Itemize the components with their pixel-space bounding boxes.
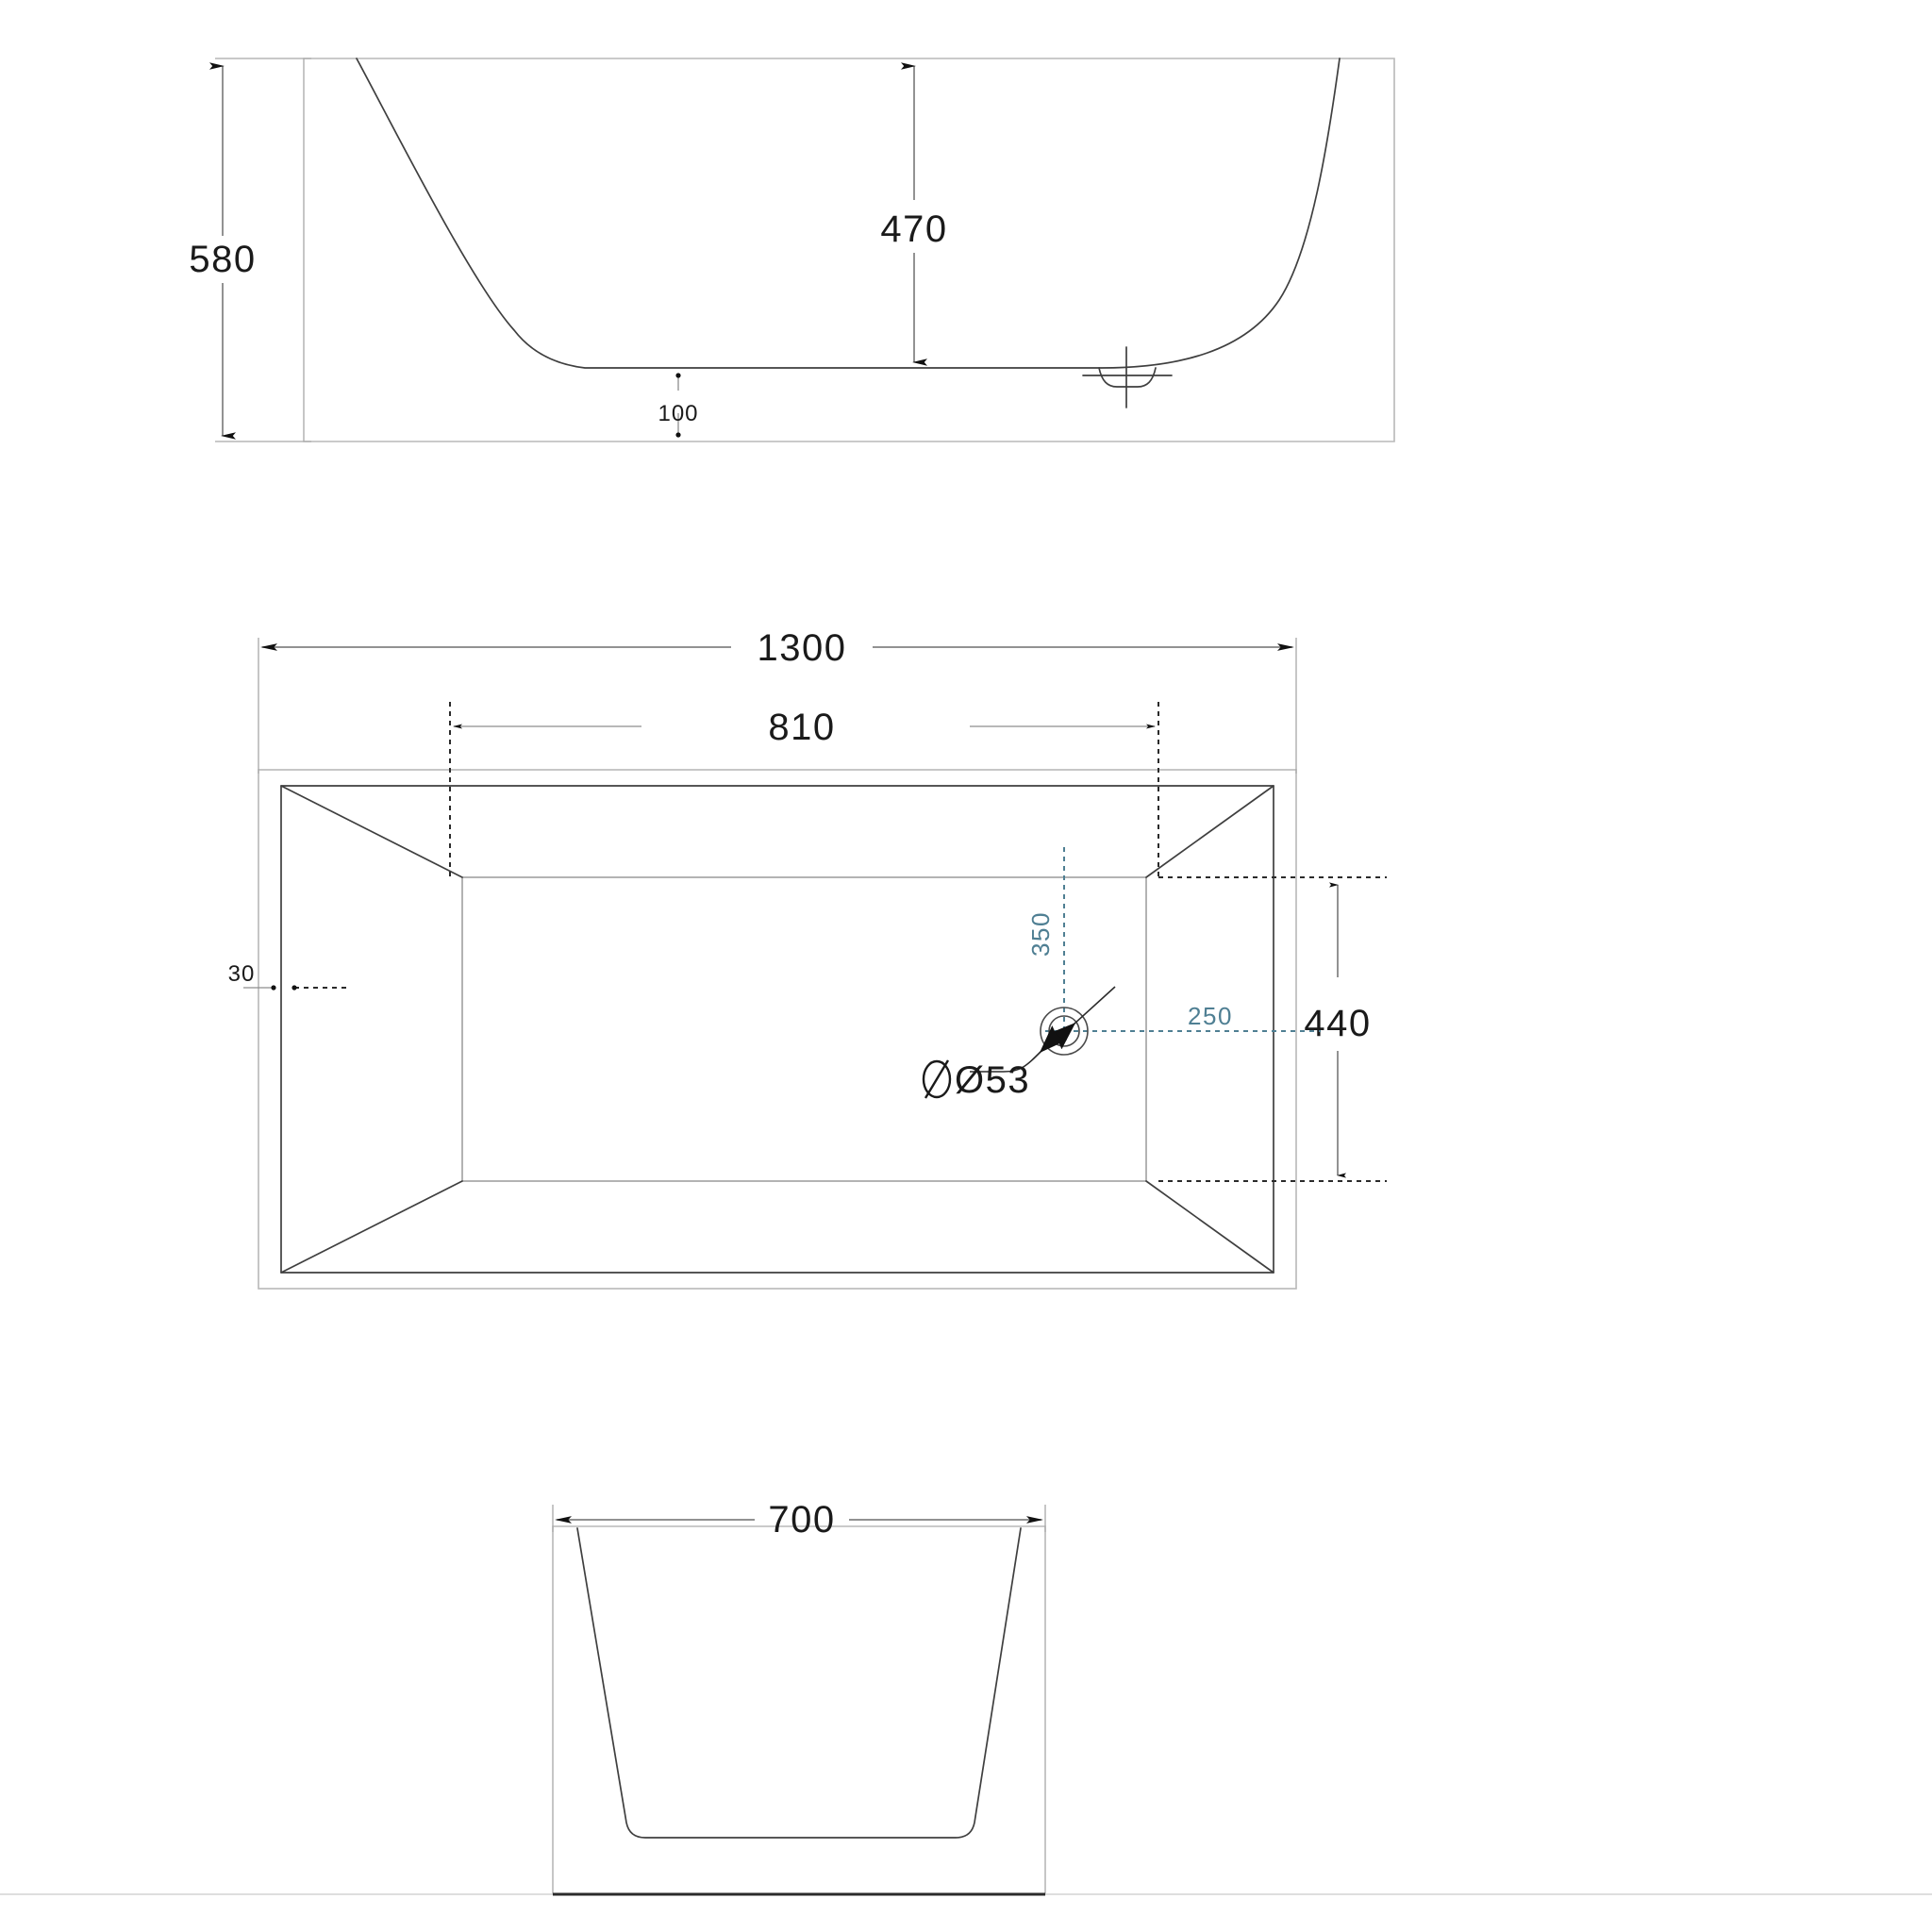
plan-miter-bottom-left — [280, 1180, 463, 1274]
plan-miter-top-left — [280, 785, 463, 878]
drain-center-point — [1061, 1028, 1067, 1034]
end-elevation-frame — [552, 1525, 1046, 1895]
dim-580-label: 580 — [189, 239, 256, 280]
plan-miter-top-right — [1145, 785, 1274, 878]
dim-440-label: 440 — [1304, 1003, 1371, 1044]
dim-dia53-label: Ø53 — [955, 1059, 1030, 1101]
dim-470-label: 470 — [880, 208, 947, 250]
drain-recess-front — [1098, 367, 1157, 388]
front-elevation-view: 580 470 100 — [189, 58, 1395, 442]
drain-diameter-callout: Ø53 — [922, 1059, 1030, 1101]
dim-810-label: 810 — [768, 707, 835, 748]
plan-miter-bottom-right — [1145, 1180, 1274, 1274]
drain-diameter-leader — [970, 1025, 1067, 1073]
tub-inner-profile-front — [356, 58, 1341, 369]
end-elevation-view: 700 — [552, 1499, 1046, 1895]
drain-leader-upper — [1047, 986, 1116, 1050]
dim-700-label: 700 — [768, 1499, 835, 1541]
plan-outer-rim — [258, 769, 1297, 1290]
dim-100-label: 100 — [658, 401, 698, 426]
tub-profile-end-elevation — [576, 1527, 1022, 1839]
plan-view: 1300 810 30 440 350 250 — [228, 627, 1387, 1290]
dim-1300-label: 1300 — [758, 627, 847, 669]
dim-350-label: 350 — [1026, 911, 1055, 957]
plan-tub-floor — [461, 876, 1147, 1182]
diameter-symbol-slash — [924, 1059, 950, 1099]
plan-rim-inner-edge — [280, 785, 1274, 1274]
dim-30-label: 30 — [228, 961, 256, 987]
diameter-symbol-ellipse — [922, 1059, 952, 1099]
front-elevation-frame — [303, 58, 1395, 442]
dim-250-label: 250 — [1188, 1002, 1233, 1030]
